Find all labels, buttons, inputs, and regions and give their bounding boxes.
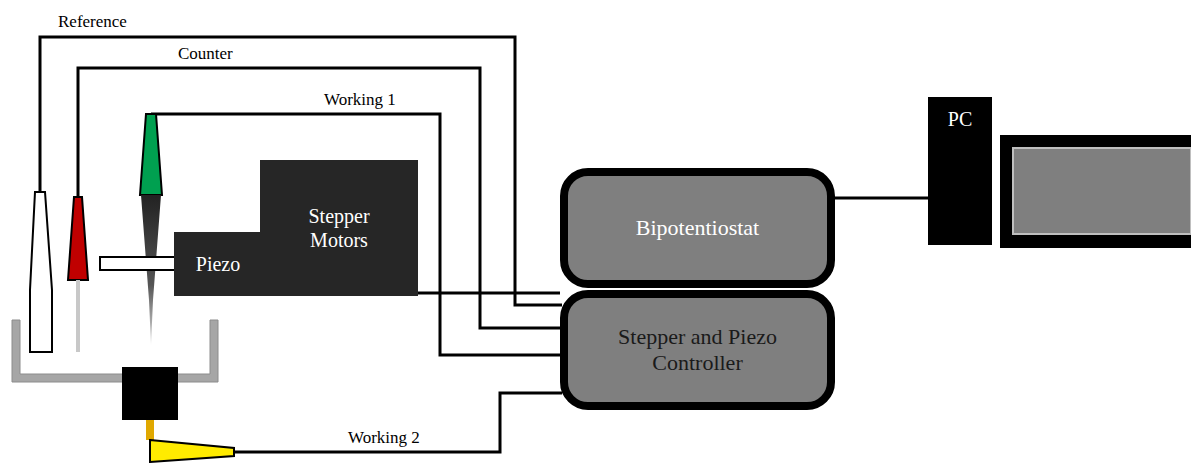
node-text: Piezo [196, 252, 240, 276]
substrate-holder [122, 367, 178, 420]
stepper-motors-box: Stepper Motors [260, 160, 418, 296]
node-text: Stepper and Piezo Controller [608, 324, 787, 377]
controller-box: Stepper and Piezo Controller [560, 290, 835, 410]
wire-label: Counter [176, 44, 235, 64]
working1-holder [140, 114, 162, 195]
wires [40, 37, 562, 452]
wire-label: Working 2 [346, 428, 422, 448]
bipotentiostat-box: Bipotentiostat [560, 168, 835, 288]
pc-box: PC [928, 97, 992, 245]
piezo-box: Piezo [174, 232, 262, 296]
counter-electrode [68, 197, 88, 280]
monitor-screen [1013, 148, 1191, 234]
node-text: PC [948, 107, 972, 131]
connector [835, 197, 928, 200]
wire-label: Working 1 [322, 90, 398, 110]
working2-electrode [150, 440, 234, 462]
reference-wire [40, 37, 562, 305]
working2-wire [234, 393, 562, 452]
connector [418, 292, 560, 295]
piezo-rod [100, 257, 176, 270]
counter-wire-tip [76, 280, 80, 352]
working2-connector [146, 420, 154, 440]
reference-electrode [30, 192, 52, 352]
node-text: Stepper Motors [278, 204, 400, 252]
monitor [1000, 135, 1191, 248]
wire-label: Reference [56, 12, 129, 32]
working1-wire [151, 114, 562, 355]
node-text: Bipotentiostat [636, 215, 759, 241]
